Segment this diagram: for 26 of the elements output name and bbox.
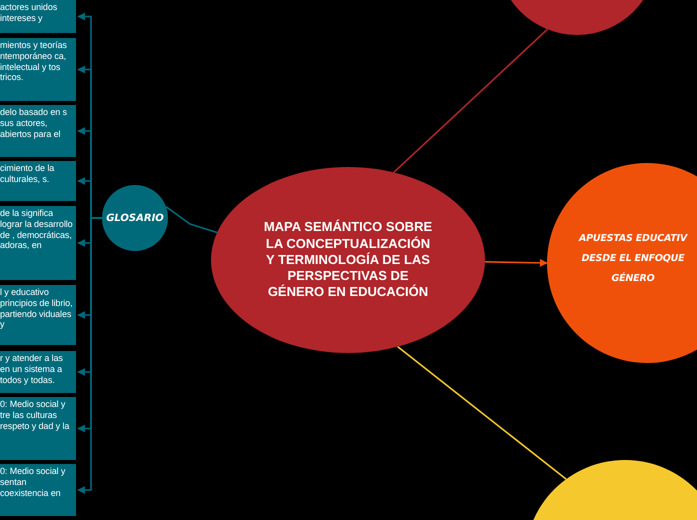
definition-text: de la significa lograr la desarrollo de , democráticas, adoras, en <box>0 208 73 252</box>
topic-text: GLOSARIO <box>106 212 164 224</box>
connector <box>166 206 218 234</box>
connector <box>397 346 567 480</box>
definition-text: r y atender a las en un sistema a todos y todas. <box>0 353 64 386</box>
definition-text: l y educativo principios de librio, partiendo viduales y <box>0 287 73 330</box>
definition-text: mientos y teorías ntemporáneo ca, intelectual y tos tricos. <box>0 40 68 84</box>
definition-text: 0: Medio social y tre las culturas respeto y dad y la <box>0 399 70 432</box>
topic-text: MAPA SEMÁNTICO SOBRE LA CONCEPTUALIZACIÓN Y TERMINOLOGÍA DE LAS PERSPECTIVAS DE GÉNERO EN EDUCACIÓN <box>262 219 434 301</box>
topic-text: APUESTAS EDUCATIV DESDE EL ENFOQUE GÉNERO <box>578 232 689 286</box>
definition-box <box>0 38 76 101</box>
definition-text: cimiento de la culturales, s. <box>0 163 56 185</box>
definition-box <box>0 397 76 460</box>
connector <box>77 217 102 494</box>
definition-box <box>0 105 76 157</box>
definition-box <box>0 161 76 201</box>
definition-text: actores unidos intereses y <box>0 2 58 24</box>
definition-box <box>0 206 76 280</box>
definition-box <box>0 0 76 33</box>
definition-box <box>0 464 76 516</box>
definition-box <box>0 351 76 393</box>
connector <box>393 28 548 173</box>
definition-box <box>0 285 76 345</box>
connector <box>484 258 548 267</box>
definition-text: 0: Medio social y sentan coexistencia en <box>0 466 66 498</box>
definition-text: delo basado en s sus actores, abiertos para el <box>0 107 68 140</box>
